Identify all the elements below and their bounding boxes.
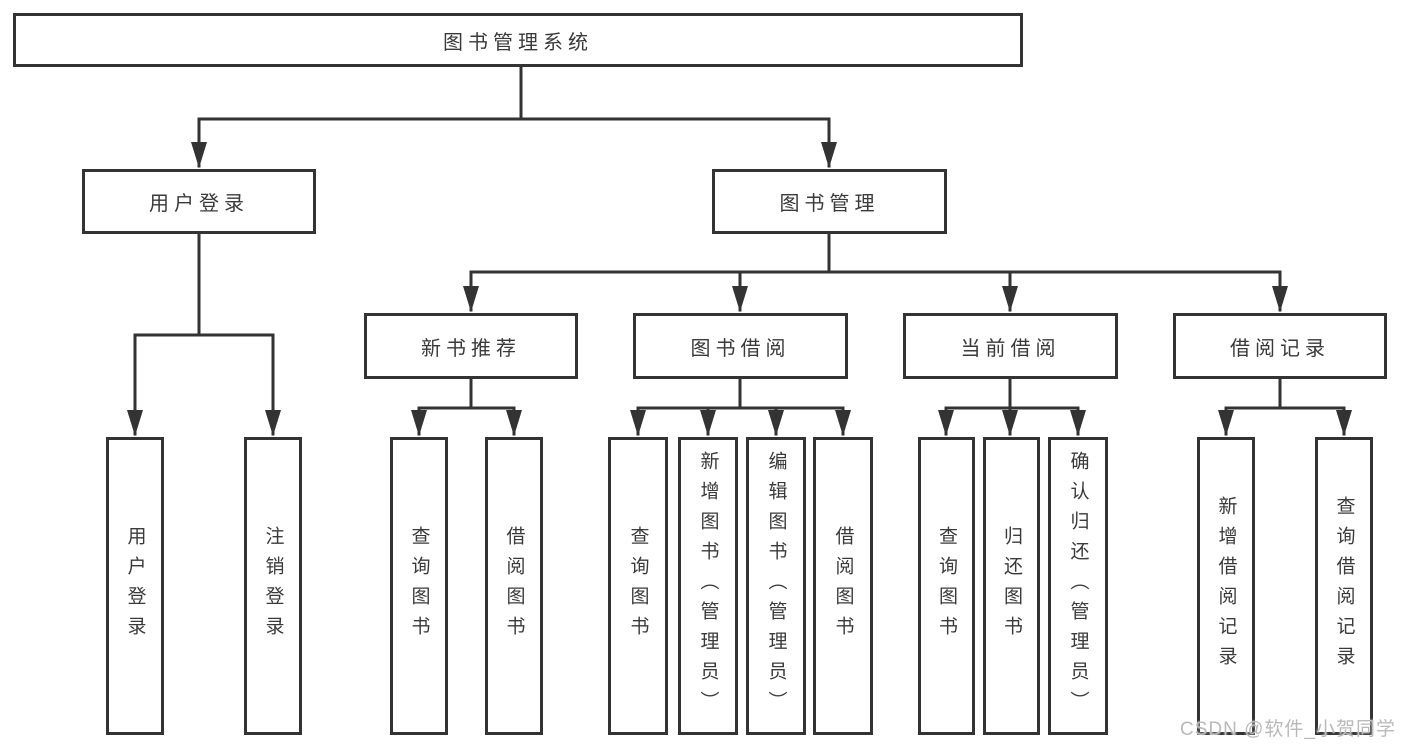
node-label: 借阅图书 (503, 526, 525, 646)
leaf-edit-book-admin: 编辑图书（管理员） (746, 437, 806, 735)
leaf-query-books-1: 查询图书 (390, 437, 448, 735)
node-user-login: 用户登录 (82, 169, 316, 234)
leaf-add-borrow-record: 新增借阅记录 (1197, 437, 1255, 735)
node-label: 借阅记录 (1230, 337, 1330, 360)
leaf-logout: 注销登录 (244, 437, 302, 735)
node-label: 用户登录 (149, 193, 249, 215)
leaf-borrow-books-1: 借阅图书 (485, 437, 543, 735)
node-book-management: 图书管理 (712, 169, 947, 234)
leaf-query-books-2: 查询图书 (608, 437, 668, 735)
node-label: 用户登录 (124, 526, 146, 646)
leaf-confirm-return-admin: 确认归还（管理员） (1048, 437, 1108, 735)
node-label: 查询图书 (627, 526, 649, 646)
node-label: 图书借阅 (690, 337, 791, 360)
watermark: CSDN @软件_小贺同学 (1180, 719, 1396, 740)
leaf-borrow-books-2: 借阅图书 (813, 437, 873, 735)
leaf-user-login: 用户登录 (106, 437, 164, 735)
node-label: 新增图书（管理员） (697, 451, 719, 721)
node-label: 编辑图书（管理员） (765, 451, 787, 721)
node-label: 当前借阅 (960, 337, 1061, 360)
node-label: 查询图书 (936, 526, 957, 646)
node-label: 借阅图书 (832, 526, 854, 646)
node-label: 图书管理系统 (443, 31, 593, 54)
node-current-borrow: 当前借阅 (903, 313, 1118, 379)
leaf-query-books-3: 查询图书 (918, 437, 975, 735)
node-label: 查询借阅记录 (1333, 496, 1355, 676)
node-label: 查询图书 (408, 526, 430, 646)
node-label: 确认归还（管理员） (1067, 451, 1089, 721)
leaf-add-book-admin: 新增图书（管理员） (678, 437, 738, 735)
node-book-borrow: 图书借阅 (633, 313, 848, 379)
node-label: 新增借阅记录 (1215, 496, 1237, 676)
node-borrow-records: 借阅记录 (1173, 313, 1387, 379)
node-label: 归还图书 (1001, 526, 1022, 646)
leaf-query-borrow-record: 查询借阅记录 (1315, 437, 1373, 735)
node-library-system-root: 图书管理系统 (13, 13, 1023, 67)
node-label: 注销登录 (262, 526, 284, 646)
node-new-book-recommend: 新书推荐 (364, 313, 578, 379)
node-label: 图书管理 (779, 193, 880, 215)
leaf-return-books: 归还图书 (983, 437, 1040, 735)
node-label: 新书推荐 (421, 337, 521, 360)
